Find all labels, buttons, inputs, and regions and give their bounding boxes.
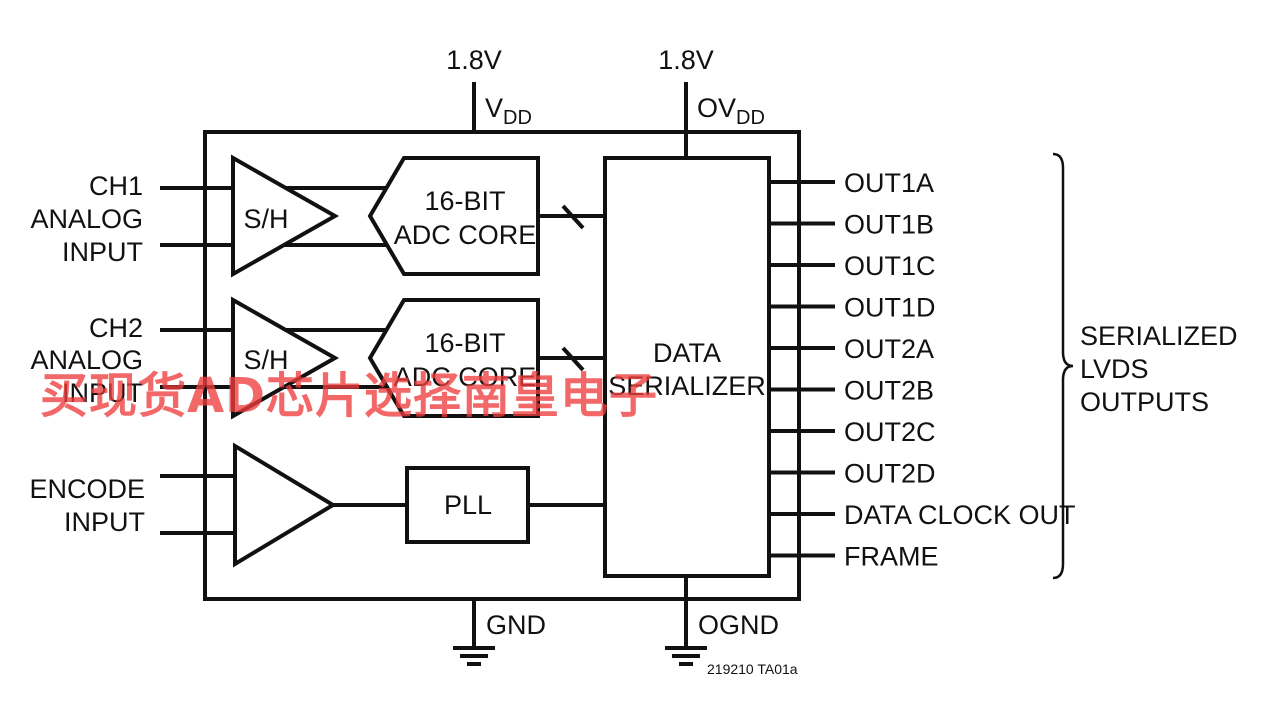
outputs-group-label-2: LVDS: [1080, 354, 1149, 384]
output-pin-label: OUT1C: [844, 251, 936, 281]
output-pin-label: OUT1B: [844, 210, 934, 240]
output-pin-label: OUT1D: [844, 293, 936, 323]
ch1-label-1: CH1: [89, 171, 143, 201]
adc2-label-2: ADC CORE: [394, 362, 537, 392]
adc1-label-2: ADC CORE: [394, 220, 537, 250]
encode-label-1: ENCODE: [29, 474, 145, 504]
output-pin-label: DATA CLOCK OUT: [844, 500, 1076, 530]
sh1-label: S/H: [243, 204, 288, 234]
sh1-amplifier: [231, 154, 340, 278]
watermark-text: 买现货AD芯片选择南皇电子: [40, 368, 658, 424]
output-pin-label: OUT2B: [844, 376, 934, 406]
output-pin-label: OUT2C: [844, 417, 936, 447]
ch2-label-3: INPUT: [62, 378, 143, 408]
output-pin-label: FRAME: [844, 542, 939, 572]
ch2-label-1: CH2: [89, 313, 143, 343]
encode-buffer: [233, 442, 337, 568]
ovdd-label: OVDD: [697, 93, 765, 129]
adc2-bus-slash: [561, 346, 585, 372]
gnd-label: GND: [486, 610, 546, 640]
adc2-core: [367, 298, 540, 418]
adc1-bus-slash: [561, 204, 585, 230]
outputs-group-label-3: OUTPUTS: [1080, 387, 1209, 417]
output-pins: OUT1A OUT1B OUT1C OUT1D OUT2A OUT2B OUT2C OUT2D…: [769, 168, 1076, 572]
pll-label: PLL: [444, 490, 492, 520]
figure-code: 219210 TA01a: [707, 661, 798, 677]
sh2-label: S/H: [243, 345, 288, 375]
outputs-group-label-1: SERIALIZED: [1080, 321, 1238, 351]
serializer-label-1: DATA: [653, 338, 721, 368]
chip-outline: [203, 130, 801, 601]
vdd-label: VDD: [485, 93, 532, 129]
ch1-label-3: INPUT: [62, 237, 143, 267]
output-pin-label: OUT2D: [844, 459, 936, 489]
encode-label-2: INPUT: [64, 507, 145, 537]
ch2-label-2: ANALOG: [30, 345, 143, 375]
pll-block: [405, 466, 530, 544]
adc2-label-1: 16-BIT: [424, 328, 505, 358]
adc1-core: [367, 156, 540, 276]
vdd-voltage: 1.8V: [446, 45, 502, 75]
ognd-label: OGND: [698, 610, 779, 640]
output-pin-label: OUT1A: [844, 168, 934, 198]
outputs-brace: [1052, 152, 1074, 580]
ovdd-voltage: 1.8V: [658, 45, 714, 75]
serializer-label-2: SERIALIZER: [608, 371, 766, 401]
output-pin-label: OUT2A: [844, 334, 934, 364]
sh2-amplifier: [231, 296, 340, 420]
adc1-label-1: 16-BIT: [424, 186, 505, 216]
ch1-label-2: ANALOG: [30, 204, 143, 234]
data-serializer: [603, 156, 771, 578]
